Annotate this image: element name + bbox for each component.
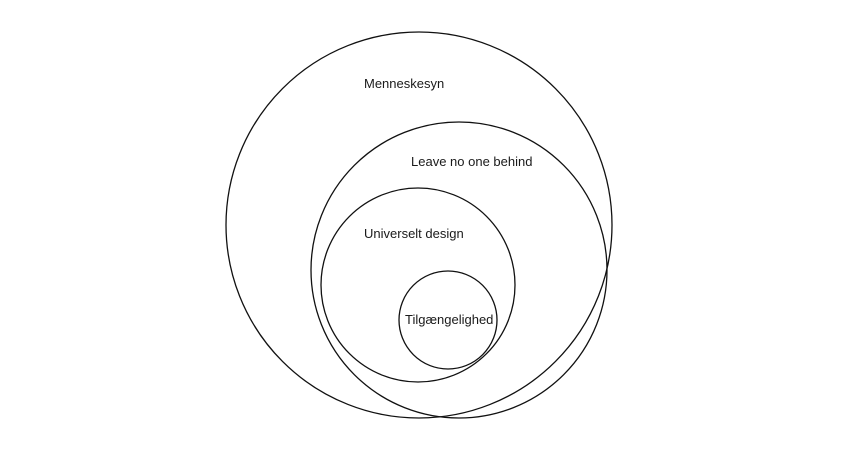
label-universelt-design: Universelt design — [364, 226, 464, 241]
circle-tilgaengelighed — [398, 270, 498, 370]
circle-menneskesyn — [225, 31, 613, 419]
circle-leave-no-one-behind — [310, 121, 608, 419]
label-tilgaengelighed: Tilgængelighed — [405, 312, 493, 327]
circle-universelt-design — [320, 187, 516, 383]
label-menneskesyn: Menneskesyn — [364, 76, 444, 91]
label-leave-no-one-behind: Leave no one behind — [411, 154, 532, 169]
